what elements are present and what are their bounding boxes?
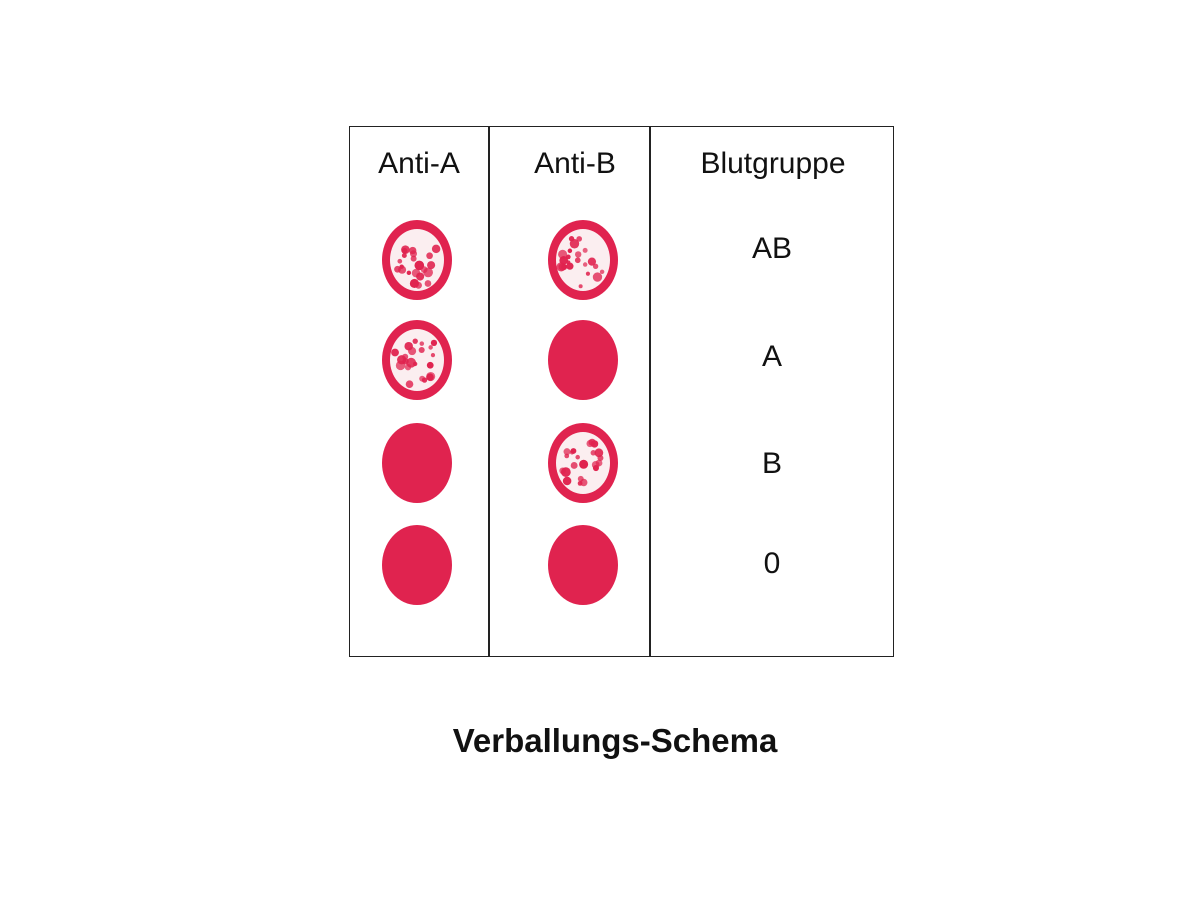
non-agglutinated-drop xyxy=(548,320,618,400)
agglutinated-drop xyxy=(548,220,618,300)
column-divider xyxy=(488,127,490,656)
non-agglutinated-drop xyxy=(548,525,618,605)
caption: Verballungs-Schema xyxy=(452,722,778,759)
blood-group-label: AB xyxy=(751,232,793,265)
column-divider xyxy=(649,127,651,656)
header-blood-group: Blutgruppe xyxy=(700,147,846,180)
non-agglutinated-drop xyxy=(382,525,452,605)
agglutinated-drop xyxy=(548,423,618,503)
header-anti-b: Anti-B xyxy=(534,147,616,180)
blood-group-label: 0 xyxy=(763,547,781,580)
blood-group-label: B xyxy=(761,447,782,480)
non-agglutinated-drop xyxy=(382,423,452,503)
agglutination-table: Anti-A Anti-B Blutgruppe AB A B 0 xyxy=(349,126,894,657)
agglutinated-drop xyxy=(382,220,452,300)
blood-group-label: A xyxy=(761,340,782,373)
header-anti-a: Anti-A xyxy=(378,147,460,180)
agglutinated-drop xyxy=(382,320,452,400)
